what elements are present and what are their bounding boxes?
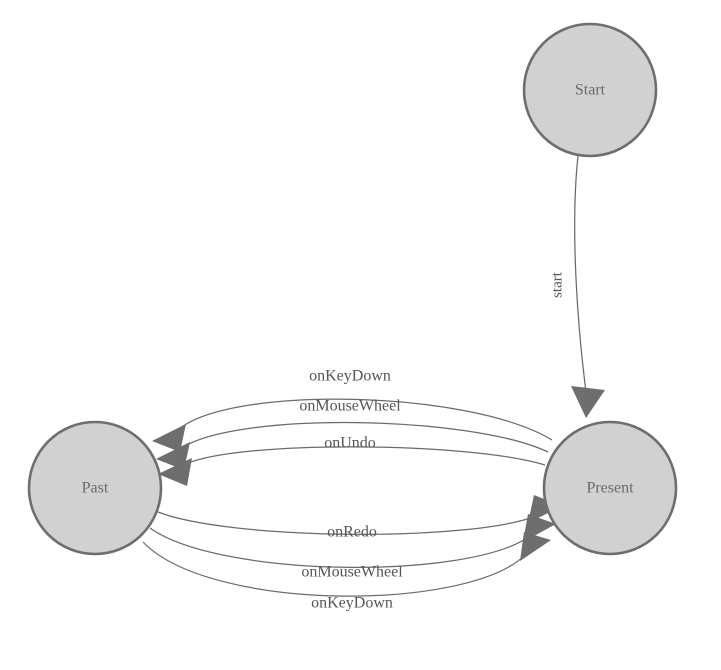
node-start-label: Start — [575, 82, 606, 99]
edge-present-to-past-onundo[interactable]: onUndo — [158, 435, 546, 486]
arrowhead-into-past-1 — [152, 424, 186, 452]
edge-path-present-past-2 — [181, 422, 549, 453]
arrowhead-into-present-start — [571, 386, 605, 418]
edge-past-to-present-onredo[interactable]: onRedo — [157, 495, 562, 541]
arrowhead-into-present-1 — [528, 495, 562, 523]
edge-path-present-past-1 — [177, 398, 553, 441]
node-start[interactable]: Start — [522, 22, 658, 158]
edge-present-to-past-onkeydown[interactable]: onKeyDown — [152, 368, 553, 452]
edge-label-present-past-3: onUndo — [324, 435, 376, 452]
edge-path-past-present-3 — [142, 541, 527, 597]
edge-label-start: start — [549, 271, 565, 298]
edge-path-start-present — [574, 155, 587, 393]
node-start-circle — [522, 22, 658, 158]
edge-label-present-past-2: onMouseWheel — [299, 398, 401, 415]
edge-start-to-present[interactable]: start — [549, 155, 605, 418]
edge-label-past-present-2: onMouseWheel — [301, 564, 403, 581]
edge-path-past-present-2 — [149, 527, 531, 568]
node-present[interactable]: Present — [542, 420, 678, 556]
node-past[interactable]: Past — [27, 420, 163, 556]
arrowhead-into-past-3 — [158, 458, 192, 486]
edge-path-present-past-3 — [185, 446, 546, 466]
edge-label-past-present-3: onKeyDown — [311, 595, 393, 612]
edge-label-present-past-1: onKeyDown — [309, 368, 391, 385]
node-present-label: Present — [586, 480, 634, 497]
node-present-circle — [542, 420, 678, 556]
node-past-circle — [27, 420, 163, 556]
edge-label-past-present-1: onRedo — [327, 524, 377, 541]
edge-path-past-present-1 — [157, 511, 537, 535]
arrowhead-into-present-3 — [520, 532, 551, 561]
node-past-label: Past — [82, 480, 109, 497]
edge-past-to-present-onkeydown[interactable]: onKeyDown — [142, 532, 551, 612]
